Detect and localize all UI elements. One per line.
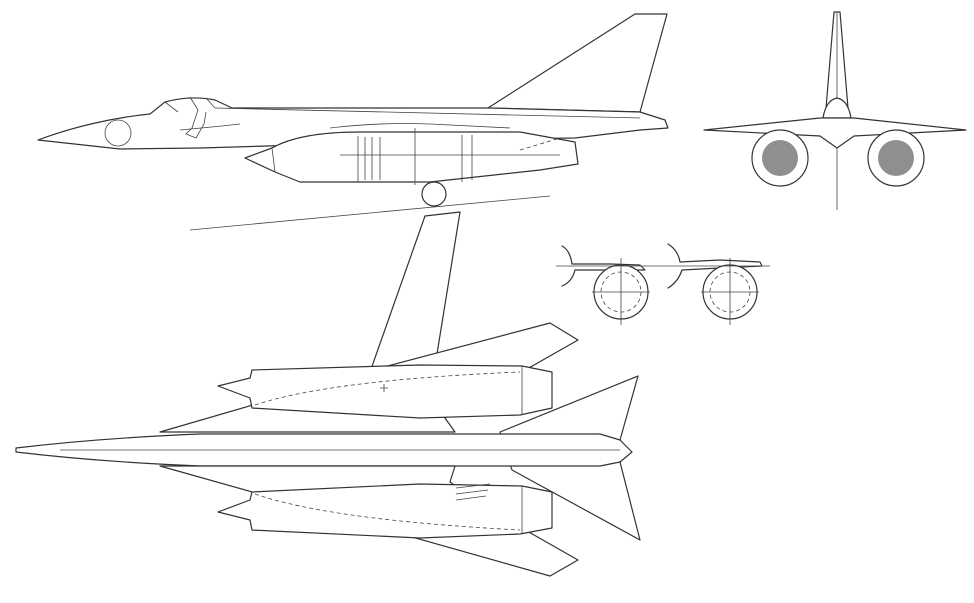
side-view <box>37 13 669 231</box>
detail-left-cross <box>592 258 650 325</box>
front-canopy <box>822 97 852 119</box>
detail-right-wing-section <box>667 243 763 289</box>
side-canopy-frame <box>164 96 216 113</box>
top-fin-projection <box>369 211 461 373</box>
detail-right-cross <box>701 258 759 325</box>
front-left-engine-face <box>762 140 798 176</box>
side-nose-radome <box>104 119 132 147</box>
side-turbine-lines <box>461 135 473 182</box>
top-pivot-mark <box>380 384 388 392</box>
top-view <box>15 211 641 577</box>
top-lower-nacelle-dash <box>254 493 521 531</box>
top-lower-slats <box>455 483 491 501</box>
nacelle-detail <box>556 243 770 325</box>
top-upper-nacelle-dash <box>254 371 521 406</box>
detail-left-wing-section <box>561 245 646 287</box>
side-ejection-seat <box>179 109 241 139</box>
side-spine-line <box>214 107 641 119</box>
front-wing <box>703 117 967 149</box>
top-upper-nacelle <box>217 364 553 419</box>
side-compressor-lines <box>357 136 381 182</box>
side-ground-line <box>189 195 551 231</box>
side-engine-nacelle <box>244 131 579 183</box>
front-view <box>703 11 967 210</box>
side-wing-root <box>329 123 511 129</box>
side-intake-lip <box>271 147 276 173</box>
front-right-engine-face <box>878 140 914 176</box>
side-main-wheel <box>421 181 447 207</box>
side-vertical-fin <box>487 13 668 113</box>
top-lower-nacelle <box>217 483 553 539</box>
